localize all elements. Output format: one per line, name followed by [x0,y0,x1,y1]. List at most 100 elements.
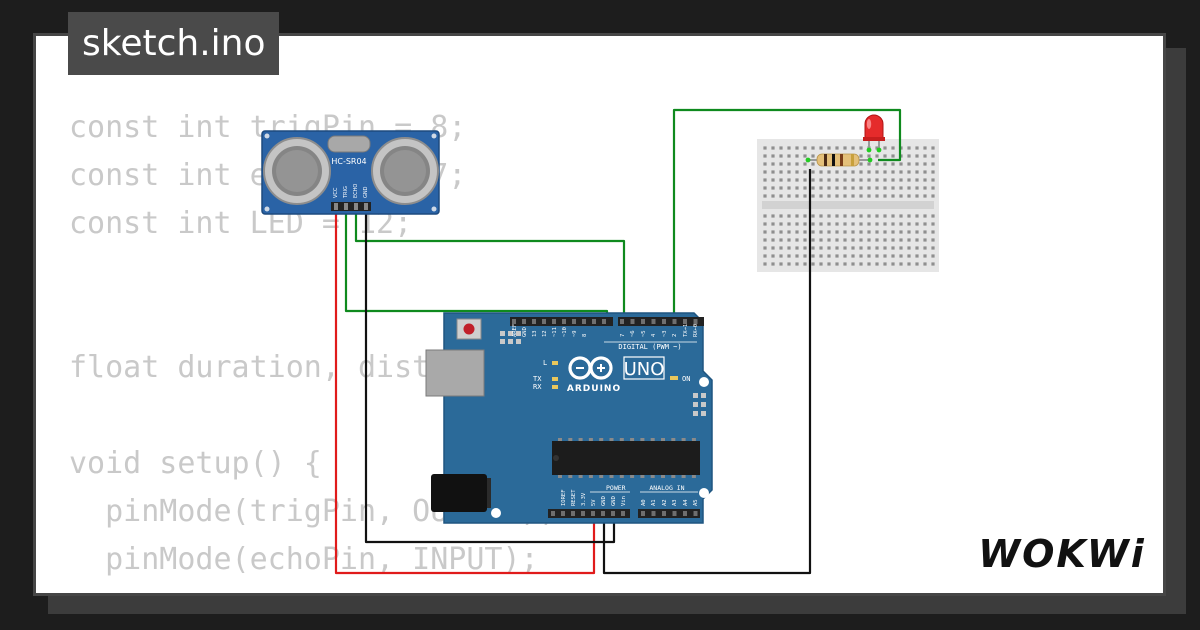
breadboard-hole[interactable] [835,262,839,266]
breadboard-hole[interactable] [883,194,887,198]
breadboard-hole[interactable] [891,194,895,198]
breadboard-hole[interactable] [843,178,847,182]
breadboard-hole[interactable] [779,262,783,266]
breadboard-hole[interactable] [787,214,791,218]
breadboard-hole[interactable] [811,178,815,182]
breadboard-hole[interactable] [915,154,919,158]
breadboard-hole[interactable] [915,254,919,258]
breadboard-hole[interactable] [907,162,911,166]
digital-pin[interactable] [522,319,526,324]
breadboard-hole[interactable] [891,170,895,174]
sensor-pin[interactable] [344,203,348,210]
breadboard-hole[interactable] [907,262,911,266]
breadboard-hole[interactable] [763,222,767,226]
wire-gnd-sensor[interactable] [364,209,616,544]
breadboard-hole[interactable] [819,230,823,234]
header-pin[interactable] [601,511,605,516]
digital-pin[interactable] [651,319,656,324]
breadboard-hole[interactable] [851,178,855,182]
breadboard-hole[interactable] [923,222,927,226]
breadboard-hole[interactable] [795,262,799,266]
breadboard-hole[interactable] [803,230,807,234]
breadboard-hole[interactable] [923,194,927,198]
breadboard-hole[interactable] [779,170,783,174]
breadboard-hole[interactable] [931,162,935,166]
breadboard-hole[interactable] [787,194,791,198]
breadboard-hole[interactable] [835,186,839,190]
breadboard-hole[interactable] [891,154,895,158]
breadboard-hole[interactable] [923,214,927,218]
breadboard-hole[interactable] [819,246,823,250]
breadboard-hole[interactable] [899,238,903,242]
breadboard-hole[interactable] [827,222,831,226]
breadboard-hole[interactable] [779,194,783,198]
breadboard-hole[interactable] [787,170,791,174]
breadboard-hole[interactable] [899,214,903,218]
breadboard-hole[interactable] [843,214,847,218]
digital-pin[interactable] [683,319,687,324]
breadboard-hole[interactable] [795,170,799,174]
breadboard-hole[interactable] [899,262,903,266]
breadboard-hole[interactable] [795,238,799,242]
digital-pin[interactable] [532,319,536,324]
breadboard-hole[interactable] [931,214,935,218]
breadboard-hole[interactable] [851,186,855,190]
breadboard-hole[interactable] [875,230,879,234]
breadboard-hole[interactable] [763,246,767,250]
breadboard-hole[interactable] [883,162,887,166]
breadboard-hole[interactable] [771,146,775,150]
breadboard-hole[interactable] [819,238,823,242]
breadboard-hole[interactable] [931,222,935,226]
breadboard-hole[interactable] [803,154,807,158]
breadboard-hole[interactable] [811,146,815,150]
breadboard-hole[interactable] [811,194,815,198]
breadboard-hole[interactable] [803,162,807,166]
breadboard-hole[interactable] [923,230,927,234]
breadboard-hole[interactable] [803,238,807,242]
breadboard-hole[interactable] [779,214,783,218]
digital-pin[interactable] [562,319,566,324]
breadboard-hole[interactable] [915,238,919,242]
breadboard-hole[interactable] [915,246,919,250]
breadboard-hole[interactable] [867,238,871,242]
breadboard-hole[interactable] [803,222,807,226]
breadboard-hole[interactable] [923,238,927,242]
breadboard-hole[interactable] [883,230,887,234]
breadboard-hole[interactable] [827,262,831,266]
digital-pin[interactable] [641,319,645,324]
breadboard-hole[interactable] [795,146,799,150]
breadboard-hole[interactable] [843,254,847,258]
breadboard-hole[interactable] [779,154,783,158]
breadboard-hole[interactable] [787,178,791,182]
breadboard-hole[interactable] [883,170,887,174]
breadboard-hole[interactable] [899,254,903,258]
digital-pin[interactable] [592,319,596,324]
breadboard-hole[interactable] [787,162,791,166]
breadboard-hole[interactable] [779,238,783,242]
breadboard-hole[interactable] [795,178,799,182]
wire-vcc-5v[interactable] [334,209,596,575]
breadboard-hole[interactable] [923,262,927,266]
breadboard-hole[interactable] [771,170,775,174]
ultrasonic-sensor[interactable]: HC-SR04 VCC TRIG ECHO GND [261,130,440,215]
breadboard-hole[interactable] [891,222,895,226]
breadboard-hole[interactable] [763,262,767,266]
wire-gnd-led[interactable] [602,169,812,575]
breadboard-hole[interactable] [843,230,847,234]
breadboard-hole[interactable] [859,178,863,182]
breadboard-hole[interactable] [891,178,895,182]
breadboard-hole[interactable] [923,162,927,166]
breadboard-hole[interactable] [891,214,895,218]
breadboard-hole[interactable] [787,238,791,242]
breadboard-hole[interactable] [931,186,935,190]
digital-pin[interactable] [602,319,606,324]
breadboard-hole[interactable] [875,154,879,158]
breadboard-hole[interactable] [835,214,839,218]
breadboard-hole[interactable] [811,214,815,218]
breadboard-hole[interactable] [827,246,831,250]
breadboard-hole[interactable] [907,230,911,234]
breadboard-hole[interactable] [819,146,823,150]
breadboard-hole[interactable] [819,186,823,190]
breadboard-hole[interactable] [867,254,871,258]
